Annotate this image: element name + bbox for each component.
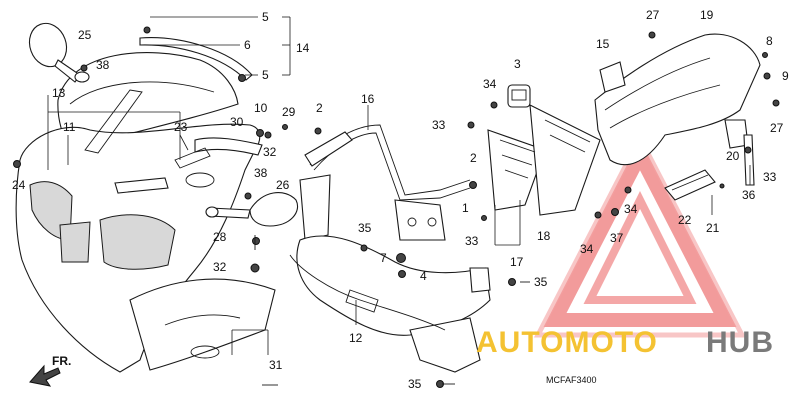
part-label-5a: 5 (262, 10, 269, 24)
part-label-18: 18 (537, 229, 551, 243)
part-label-33a: 33 (432, 118, 446, 132)
part-label-33c: 33 (763, 170, 777, 184)
part-label-16: 16 (361, 92, 375, 106)
air-duct (594, 33, 761, 166)
part-label-27b: 27 (770, 121, 784, 135)
part-label-24: 24 (12, 178, 26, 192)
stay-bracket (304, 124, 471, 241)
fasteners (13, 26, 780, 388)
part-label-14: 14 (296, 41, 310, 55)
part-label-7: 7 (380, 251, 387, 265)
watermark-text: AUTOMOTO HUB (476, 326, 774, 359)
part-label-29: 29 (282, 105, 296, 119)
part-label-21: 21 (706, 221, 720, 235)
part-label-35a: 35 (358, 221, 372, 235)
part-label-25: 25 (78, 28, 92, 42)
drawing-code: MCFAF3400 (546, 375, 597, 385)
part-label-36: 36 (742, 188, 756, 202)
part-label-13: 13 (52, 86, 66, 100)
front-direction-arrow (29, 364, 61, 387)
part-label-32a: 32 (263, 145, 277, 159)
part-label-35b: 35 (534, 275, 548, 289)
part-label-38b: 38 (254, 166, 268, 180)
upper-cowl-assembly (15, 37, 276, 373)
part-label-4: 4 (420, 269, 427, 283)
inner-panels (487, 104, 601, 216)
trim-piece-22 (664, 169, 716, 201)
part-label-22: 22 (678, 213, 692, 227)
part-label-28: 28 (213, 230, 227, 244)
part-label-19: 19 (700, 8, 714, 22)
part-label-35c: 35 (408, 377, 422, 391)
part-label-20: 20 (726, 149, 740, 163)
part-label-38a: 38 (96, 58, 110, 72)
part-label-2a: 2 (316, 101, 323, 115)
screws (254, 235, 530, 386)
left-mirror (28, 22, 90, 83)
part-label-31: 31 (269, 358, 283, 372)
part-label-10: 10 (254, 101, 268, 115)
part-label-30: 30 (230, 115, 244, 129)
leader-lines (47, 16, 751, 355)
part-label-11: 11 (63, 120, 76, 134)
part-label-34c: 34 (580, 242, 594, 256)
part-label-26: 26 (276, 178, 290, 192)
part-label-8: 8 (766, 34, 773, 48)
part-label-33b: 33 (465, 234, 479, 248)
part-label-27a: 27 (646, 8, 660, 22)
part-label-5b: 5 (262, 68, 269, 82)
part-label-37: 37 (610, 231, 624, 245)
stay-36 (743, 134, 755, 186)
part-label-32b: 32 (213, 260, 227, 274)
relay-connector (507, 84, 531, 108)
part-label-15: 15 (596, 37, 610, 51)
part-label-23: 23 (174, 120, 188, 134)
part-label-17: 17 (510, 255, 524, 269)
front-direction-label: FR. (52, 354, 71, 368)
part-label-34a: 34 (483, 77, 497, 91)
watermark-text-hub: HUB (706, 326, 774, 359)
part-label-6: 6 (244, 38, 251, 52)
under-cowl (289, 174, 491, 373)
part-label-9: 9 (782, 69, 789, 83)
watermark-logo (533, 132, 747, 338)
watermark-text-auto: AUTOMOTO (476, 326, 658, 359)
part-label-1: 1 (462, 201, 469, 215)
part-label-2b: 2 (470, 151, 477, 165)
right-mirror (205, 192, 298, 227)
part-label-12: 12 (349, 331, 363, 345)
part-label-3: 3 (514, 57, 521, 71)
part-labels: 1 2 2 3 4 5 5 6 7 8 9 10 11 12 13 14 15 … (12, 8, 789, 391)
part-label-34b: 34 (624, 202, 638, 216)
